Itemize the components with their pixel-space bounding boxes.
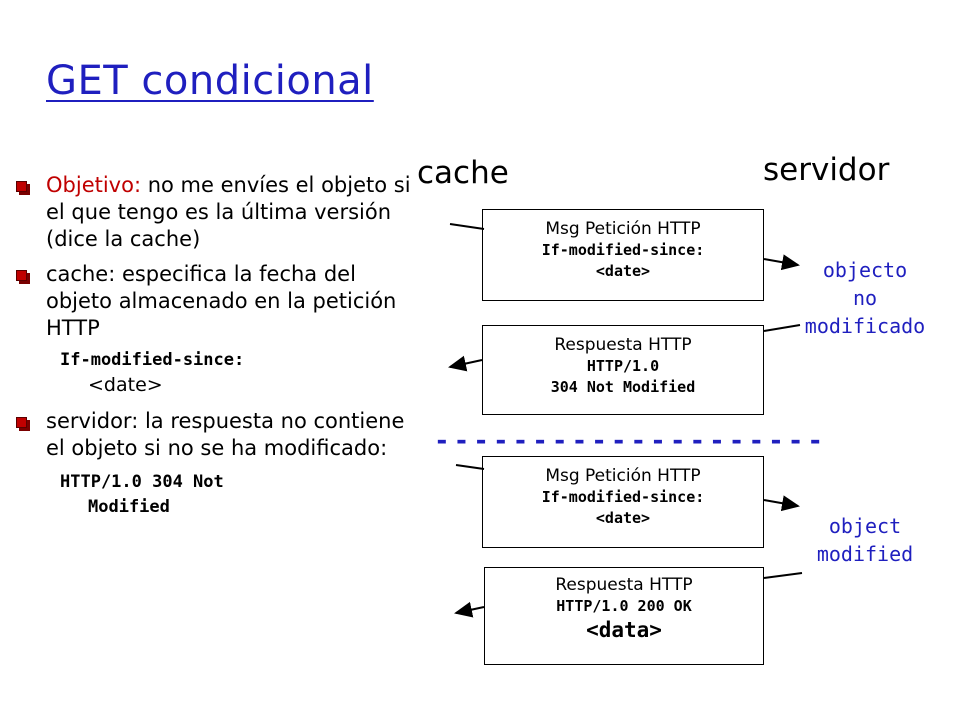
server-code-line2: Modified xyxy=(88,497,170,517)
note-2-line1: object xyxy=(828,514,902,538)
cache-text: cache: especifica la fecha del objeto al… xyxy=(46,262,397,340)
request-message-2: Msg Petición HTTP If-modified-since: <da… xyxy=(482,456,764,548)
server-code: HTTP/1.0 304 Not Modified xyxy=(16,470,426,520)
bullet-server: servidor: la respuesta no contiene el ob… xyxy=(16,408,426,462)
server-text: servidor: la respuesta no contiene el ob… xyxy=(46,409,405,460)
note-modified: object modified xyxy=(780,512,950,568)
response-2-out-arrow xyxy=(454,601,485,618)
objective-label: Objetivo: xyxy=(46,173,142,197)
request-2-title: Msg Petición HTTP xyxy=(545,466,701,486)
request-1-title: Msg Petición HTTP xyxy=(545,219,701,239)
request-1-header: If-modified-since: xyxy=(541,241,705,259)
response-message-2: Respuesta HTTP HTTP/1.0 200 OK <data> xyxy=(484,567,764,665)
server-label: servidor xyxy=(763,152,890,188)
bullet-square-icon xyxy=(16,181,30,195)
request-2-date: <date> xyxy=(595,509,651,527)
cache-code-line1: If-modified-since: xyxy=(60,350,245,370)
response-2-status: HTTP/1.0 200 OK xyxy=(556,597,692,615)
note-1-line2: no xyxy=(852,286,878,310)
response-1-out-arrow xyxy=(448,355,483,372)
response-1-version: HTTP/1.0 xyxy=(586,357,660,375)
objective-text: no me envíes el objeto si el que tengo e… xyxy=(46,173,411,251)
response-2-data: <data> xyxy=(586,618,662,642)
cache-code: If-modified-since: <date> xyxy=(16,348,426,398)
cache-label: cache xyxy=(417,155,509,191)
note-1-line3: modificado xyxy=(804,314,926,338)
server-code-line1: HTTP/1.0 304 Not xyxy=(60,472,224,492)
note-1-line1: objecto xyxy=(822,258,908,282)
response-1-status: 304 Not Modified xyxy=(550,378,696,396)
bullet-list: Objetivo: no me envíes el objeto si el q… xyxy=(16,172,426,520)
request-2-header: If-modified-since: xyxy=(541,488,705,506)
bullet-cache: cache: especifica la fecha del objeto al… xyxy=(16,261,426,342)
bullet-square-icon xyxy=(16,417,30,431)
response-message-1: Respuesta HTTP HTTP/1.0 304 Not Modified xyxy=(482,325,764,415)
page-title: GET condicional xyxy=(46,58,374,104)
bullet-objective: Objetivo: no me envíes el objeto si el q… xyxy=(16,172,426,253)
request-message-1: Msg Petición HTTP If-modified-since: <da… xyxy=(482,209,764,301)
response-1-title: Respuesta HTTP xyxy=(554,335,692,355)
note-2-line2: modified xyxy=(816,542,914,566)
request-1-date: <date> xyxy=(595,262,651,280)
section-divider: -------------------- xyxy=(434,426,828,448)
response-1-in-line xyxy=(763,324,801,332)
response-2-in-line xyxy=(763,572,803,579)
request-1-out-arrow xyxy=(763,254,800,271)
request-2-in-line xyxy=(455,464,485,470)
cache-code-line2: <date> xyxy=(88,374,163,396)
response-2-title: Respuesta HTTP xyxy=(555,575,693,595)
bullet-square-icon xyxy=(16,270,30,284)
note-not-modified: objecto no modificado xyxy=(780,256,950,340)
request-2-out-arrow xyxy=(763,495,800,512)
request-1-in-line xyxy=(449,223,485,230)
